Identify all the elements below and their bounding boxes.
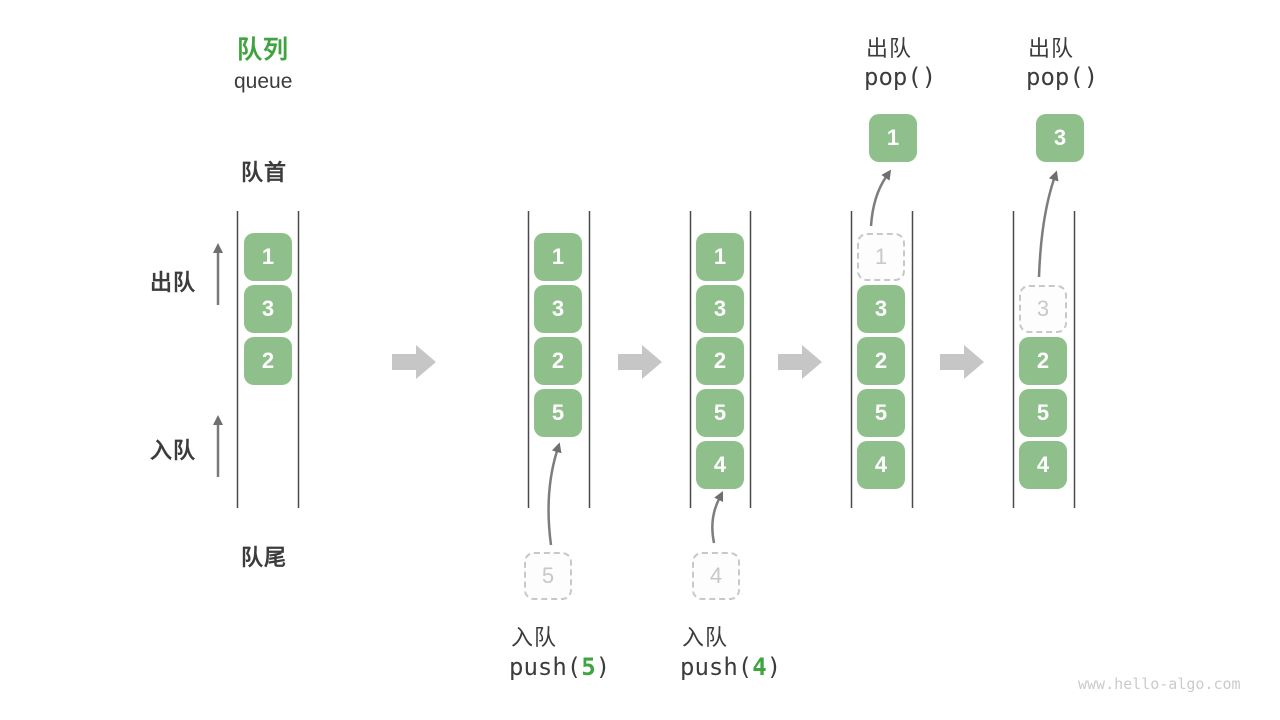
queue-cell: 2 xyxy=(696,337,744,385)
diagram-title-zh: 队列 xyxy=(237,36,290,64)
pop-op-label-zh: 出队 xyxy=(866,36,913,61)
step-arrow-icon xyxy=(940,345,984,379)
queue-cell: 3 xyxy=(857,285,905,333)
queue-cell: 4 xyxy=(696,441,744,489)
queue-cell: 3 xyxy=(696,285,744,333)
pop-arrow-icon xyxy=(1037,170,1059,278)
watermark: www.hello-algo.com xyxy=(1078,675,1241,693)
queue-cell: 1 xyxy=(696,233,744,281)
code-suffix: ) xyxy=(595,653,611,681)
queue-rear-label: 队尾 xyxy=(241,545,288,570)
popped-cell: 3 xyxy=(1036,114,1084,162)
queue-cell: 2 xyxy=(857,337,905,385)
queue-cell: 1 xyxy=(534,233,582,281)
queue-cell: 3 xyxy=(534,285,582,333)
queue-cell: 5 xyxy=(857,389,905,437)
code-prefix: push( xyxy=(509,653,582,681)
queue-rails xyxy=(236,211,1076,508)
queue-cell: 2 xyxy=(534,337,582,385)
queue-cell: 4 xyxy=(1019,441,1067,489)
push-arrow-icon xyxy=(711,490,724,544)
code-suffix: ) xyxy=(766,653,782,681)
enqueue-label: 入队 xyxy=(150,438,197,463)
pop-op-label-code: pop() xyxy=(1026,63,1099,91)
step-arrow-icon xyxy=(392,345,436,379)
push-op-label-code: push(5) xyxy=(509,653,610,681)
push-op-label-code: push(4) xyxy=(680,653,781,681)
queue-front-label: 队首 xyxy=(241,160,288,185)
incoming-cell-ghost: 4 xyxy=(692,552,740,600)
popped-cell: 1 xyxy=(869,114,917,162)
queue-cell-ghost: 1 xyxy=(857,233,905,281)
incoming-cell-ghost: 5 xyxy=(524,552,572,600)
queue-cell: 2 xyxy=(1019,337,1067,385)
queue-cell: 3 xyxy=(244,285,292,333)
queue-cell: 5 xyxy=(534,389,582,437)
queue-cell: 5 xyxy=(696,389,744,437)
queue-cell: 4 xyxy=(857,441,905,489)
pop-op-label-code: pop() xyxy=(864,63,937,91)
dequeue-label: 出队 xyxy=(150,270,197,295)
code-arg: 4 xyxy=(752,653,767,681)
queue-cell-ghost: 3 xyxy=(1019,285,1067,333)
pop-arrow-icon xyxy=(869,169,892,227)
push-op-label-zh: 入队 xyxy=(682,625,729,650)
code-prefix: push( xyxy=(680,653,753,681)
step-arrow-icon xyxy=(778,345,822,379)
push-op-label-zh: 入队 xyxy=(511,625,558,650)
queue-cell: 5 xyxy=(1019,389,1067,437)
step-arrow-icon xyxy=(618,345,662,379)
push-arrow-icon xyxy=(547,442,562,546)
diagram-title-en: queue xyxy=(234,70,293,93)
code-arg: 5 xyxy=(581,653,596,681)
queue-cell: 1 xyxy=(244,233,292,281)
pop-op-label-zh: 出队 xyxy=(1028,36,1075,61)
queue-cell: 2 xyxy=(244,337,292,385)
